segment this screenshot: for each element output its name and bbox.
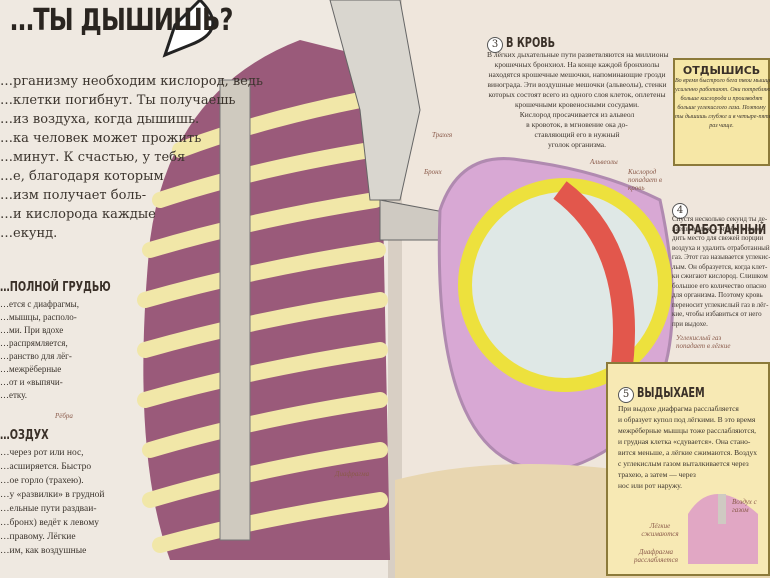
- text-line: и грудная клетка «сдувается». Она стано-: [618, 437, 751, 446]
- mini-lungs: [688, 494, 758, 564]
- text-line: …правому. Лёгкие: [0, 532, 76, 542]
- text-line: дить место для свежей порции: [672, 234, 764, 242]
- text-line: нос или рот наружу.: [618, 481, 683, 490]
- text-line: уголок организма.: [548, 140, 606, 149]
- breath-box: ОТДЫШИСЬ Во время быстрого бега твои мыш…: [673, 58, 770, 166]
- text-line: ки сжигают кислород. Слишком: [672, 272, 768, 280]
- section2-heading: …ОЗДУХ: [0, 428, 49, 443]
- text-line: …минут. К счастью, у тебя: [0, 150, 186, 165]
- text-line: При выдохе диафрагма расслабляется: [618, 404, 739, 413]
- label-ribs: Рёбра: [55, 412, 73, 420]
- text-line: воздуха и удалить отработанный: [672, 243, 770, 252]
- heading-text: ВЫДЫХАЕМ: [637, 386, 705, 401]
- text-line: трахею, а затем — через: [618, 470, 696, 479]
- text-line: ставляющий его в нужный: [534, 130, 620, 139]
- text-line: лым. Он образуется, когда клет-: [672, 262, 768, 271]
- text-line: …межрёберные: [0, 364, 62, 374]
- text-line: …ется с диафрагмы,: [0, 299, 79, 309]
- text-line: газ. Этот газ называется углекис-: [672, 253, 770, 261]
- breath-heading: ОТДЫШИСЬ: [682, 64, 761, 77]
- label-trachea: Трахея: [432, 131, 453, 139]
- text-line: Спустя несколько секунд ты де-: [672, 215, 768, 223]
- text-line: и образует купол под лёгкими. В это врем…: [618, 415, 756, 424]
- label-lungs-contract: Лёгкие сжимаются: [641, 522, 679, 538]
- title-banner: [162, 0, 215, 58]
- section5-text: При выдохе диафрагма расслабляется и обр…: [618, 403, 768, 491]
- text-line: кие, чтобы избавиться от него: [672, 310, 762, 318]
- section3-text: В лёгких дыхательные пути разветвляются …: [487, 50, 669, 150]
- text-line: при выдохе.: [672, 319, 708, 328]
- section4-text: Спустя несколько секунд ты де- лаешь выд…: [672, 215, 770, 329]
- text-line: …и кислорода каждые: [0, 207, 156, 222]
- text-line: ты дышишь глубже и в четыре-пять: [675, 114, 770, 120]
- label-air: Воздух с газом: [732, 498, 757, 514]
- label-bronchus: Бронх: [424, 168, 442, 176]
- text-line: …распрямляется,: [0, 338, 68, 348]
- text-line: …клетки погибнут. Ты получаешь: [0, 93, 236, 108]
- text-line: крошечными кровеносными сосудами.: [514, 100, 639, 109]
- text-line: …через рот или нос,: [0, 448, 84, 458]
- text-line: …екунд.: [0, 226, 58, 241]
- page-title: …ТЫ ДЫШИШЬ?: [10, 3, 233, 38]
- text-line: в кровоток, в мгновение ока до-: [526, 120, 628, 129]
- text-line: с углекислым газом выталкивается через: [618, 459, 749, 468]
- text-line: Во время быстрого бега твои мышцы: [675, 78, 770, 84]
- text-line: межрёберные мышцы тоже расслабляются,: [618, 426, 757, 435]
- text-line: …ое горло (трахею).: [0, 476, 84, 486]
- text-line: …ми. При вдохе: [0, 325, 64, 335]
- text-line: больше кислорода и производят: [680, 96, 763, 102]
- intro-text: …рганизму необходим кислород, ведь …клет…: [0, 72, 263, 243]
- text-line: Кислород просачивается из альвеол: [519, 110, 635, 119]
- step-number: 3: [487, 37, 503, 53]
- text-line: усиленно работают. Они потребляют: [675, 87, 770, 93]
- text-line: крошечных бронхиол. На конце каждой брон…: [494, 60, 660, 69]
- heading-text: ОТРАБОТАННЫЙ ГАЗ: [672, 223, 770, 238]
- heading-text: В КРОВЬ: [506, 36, 556, 51]
- text-line: …из воздуха, когда дышишь.: [0, 112, 200, 127]
- text-line: …ельные пути раздваи-: [0, 504, 97, 514]
- text-line: …изм получает боль-: [0, 188, 147, 203]
- text-line: …етку.: [0, 390, 28, 400]
- text-line: лаешь выдох — чтобы освобо-: [672, 224, 764, 233]
- section1-heading: …ПОЛНОЙ ГРУДЬЮ: [0, 280, 111, 295]
- text-line: винограда. Эти воздушные мешочки (альвео…: [487, 80, 667, 89]
- text-line: …ка человек может прожить: [0, 131, 202, 146]
- text-line: больше углекислого газа. Поэтому: [677, 105, 766, 111]
- section1-text: …ется с диафрагмы, …мышцы, располо- …ми.…: [0, 298, 79, 402]
- section2-text: …через рот или нос, …асширяется. Быстро …: [0, 446, 105, 558]
- text-line: для организма. Поэтому кровь: [672, 291, 763, 299]
- text-line: большое его количество опасно: [672, 281, 767, 290]
- blood-vessel: [553, 181, 635, 382]
- label-oxygen: Кислород попадает в кровь: [628, 168, 662, 192]
- label-alveoli: Альвеолы: [590, 158, 618, 166]
- text-line: …рганизму необходим кислород, ведь: [0, 74, 263, 89]
- rib-cage: [137, 40, 390, 560]
- text-line: …е, благодаря которым: [0, 169, 164, 184]
- magnifier-alveoli: [458, 178, 672, 392]
- text-line: …бронх) ведёт к левому: [0, 518, 100, 528]
- text-line: …мышцы, располо-: [0, 312, 77, 322]
- text-line: …у «развилки» в грудной: [0, 490, 105, 500]
- text-line: переносит углекислый газ в лёг-: [672, 300, 769, 309]
- breath-text: Во время быстрого бега твои мышцы усилен…: [675, 77, 770, 131]
- text-line: находятся крошечные мешочки, напоминающи…: [488, 70, 666, 79]
- label-diaphragm-relaxes: Диафрагма расслабляется: [634, 548, 678, 564]
- text-line: …асширяется. Быстро: [0, 462, 92, 472]
- text-line: В лёгких дыхательные пути разветвляются …: [487, 50, 669, 59]
- section4-heading: 4ОТРАБОТАННЫЙ ГАЗ: [672, 198, 770, 239]
- label-co2: Углекислый газ попадает в лёгкие: [676, 334, 731, 350]
- text-line: раз чаще.: [709, 123, 734, 129]
- text-line: вится меньше, а лёгкие сжимаются. Воздух: [618, 448, 757, 457]
- text-line: …им, как воздушные: [0, 546, 87, 556]
- text-line: …ранство для лёг-: [0, 351, 72, 361]
- text-line: …от и «выпячи-: [0, 377, 63, 387]
- label-diaphragm: Диафрагма: [335, 470, 370, 478]
- step-number: 5: [618, 387, 634, 403]
- text-line: которых состоят всего из одного слоя кле…: [488, 90, 666, 99]
